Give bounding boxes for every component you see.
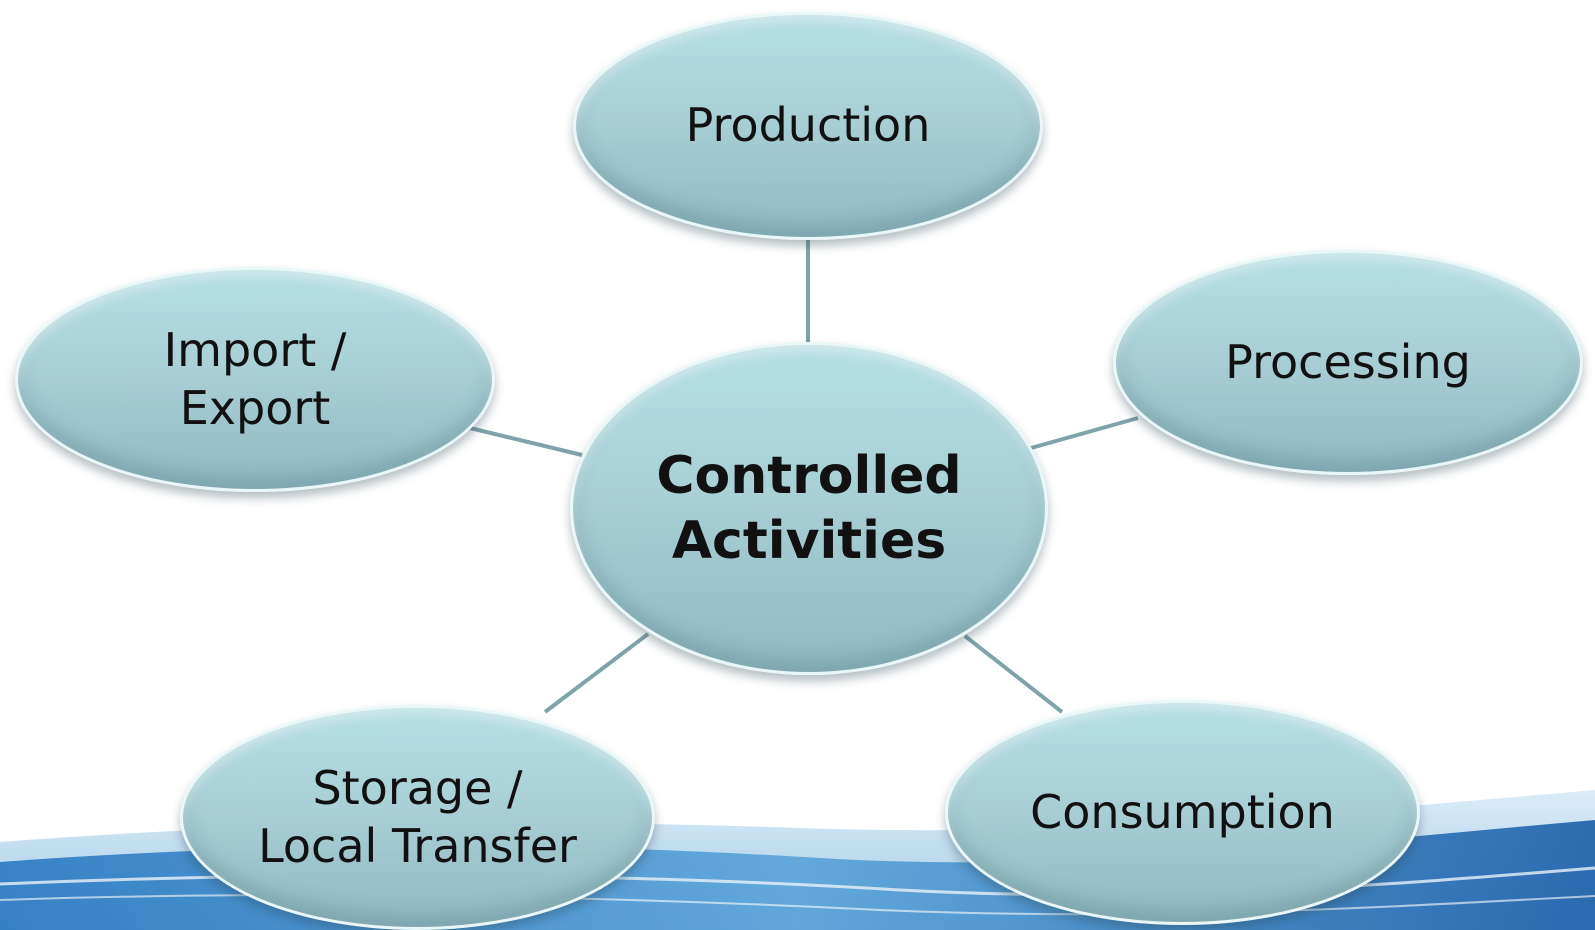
node-storage-label-line1: Storage / (312, 761, 523, 815)
connector-storage (543, 632, 650, 714)
node-storage-local-transfer: Storage / Local Transfer (180, 705, 655, 930)
connector-consumption (963, 634, 1064, 714)
node-import-export-label-line1: Import / (163, 323, 347, 377)
node-import-export-label-line2: Export (179, 380, 331, 435)
node-consumption: Consumption (945, 700, 1420, 925)
center-label-line1: Controlled (656, 445, 962, 506)
center-label-line2: Activities (671, 510, 947, 571)
connector-import-export (469, 426, 583, 457)
node-processing: Processing (1113, 250, 1583, 475)
node-production: Production (573, 12, 1043, 240)
node-controlled-activities: Controlled Activities (570, 342, 1048, 675)
connector-processing (1030, 416, 1139, 450)
node-storage-label-line2: Local Transfer (258, 818, 577, 873)
node-processing-label: Processing (1225, 334, 1471, 389)
node-production-label: Production (685, 98, 931, 153)
node-import-export: Import / Export (15, 267, 495, 492)
node-consumption-label: Consumption (1030, 784, 1335, 839)
